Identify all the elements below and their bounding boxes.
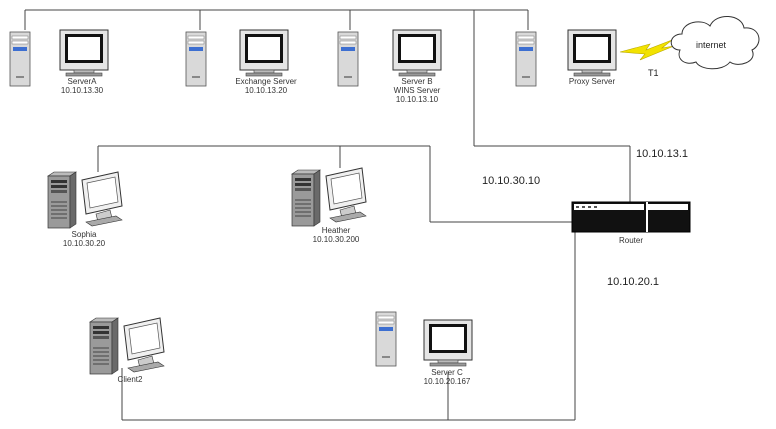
exchange-ip: 10.10.13.20 [244, 86, 288, 95]
heather-monitor-icon [325, 167, 367, 223]
router-icon [571, 201, 691, 233]
sophia-ip: 10.10.30.20 [62, 239, 106, 248]
router-name: Router [618, 236, 644, 245]
serverb-caption: Server B WINS Server 10.10.13.10 [394, 77, 441, 104]
subnet-30-label: 10.10.30.10 [482, 175, 541, 187]
servera-tower-icon [9, 31, 31, 87]
heather-name: Heather [321, 226, 351, 235]
serverc-caption: Server C 10.10.20.167 [424, 368, 471, 386]
serverc-ip: 10.10.20.167 [423, 377, 471, 386]
router-caption: Router [619, 236, 643, 245]
serverc-name: Server C [431, 368, 463, 377]
client2-caption: Client2 [118, 375, 143, 384]
serverc-monitor-icon [423, 319, 473, 367]
exchange-name: Exchange Server [235, 77, 297, 86]
sophia-tower-icon [47, 171, 77, 229]
proxy-monitor-icon [567, 29, 617, 77]
t1-label: T1 [648, 68, 659, 78]
sophia-monitor-icon [81, 171, 123, 227]
serverb-name: Server B [401, 77, 433, 86]
serverc-tower-icon [375, 311, 397, 367]
subnet-13-label: 10.10.13.1 [636, 148, 688, 160]
serverb-tower-icon [337, 31, 359, 87]
exchange-monitor-icon [239, 29, 289, 77]
servera-name: ServerA [67, 77, 97, 86]
sophia-caption: Sophia 10.10.30.20 [63, 230, 105, 248]
sophia-name: Sophia [71, 230, 97, 239]
servera-ip: 10.10.13.30 [60, 86, 104, 95]
exchange-tower-icon [185, 31, 207, 87]
heather-ip: 10.10.30.200 [312, 235, 360, 244]
internet-cloud-icon [670, 16, 760, 70]
client2-monitor-icon [123, 317, 165, 373]
heather-tower-icon [291, 169, 321, 227]
serverb-monitor-icon [392, 29, 442, 77]
t1-link-icon [619, 39, 675, 61]
proxy-caption: Proxy Server [569, 77, 615, 86]
proxy-tower-icon [515, 31, 537, 87]
serverb-ip: 10.10.13.10 [395, 95, 439, 104]
client2-tower-icon [89, 317, 119, 375]
internet-label: internet [696, 40, 727, 50]
client2-name: Client2 [117, 375, 143, 384]
serverb-role: WINS Server [393, 86, 441, 95]
servera-caption: ServerA 10.10.13.30 [61, 77, 103, 95]
heather-caption: Heather 10.10.30.200 [313, 226, 360, 244]
servera-monitor-icon [59, 29, 109, 77]
proxy-name: Proxy Server [568, 77, 616, 86]
exchange-caption: Exchange Server 10.10.13.20 [235, 77, 296, 95]
subnet-20-label: 10.10.20.1 [607, 276, 659, 288]
